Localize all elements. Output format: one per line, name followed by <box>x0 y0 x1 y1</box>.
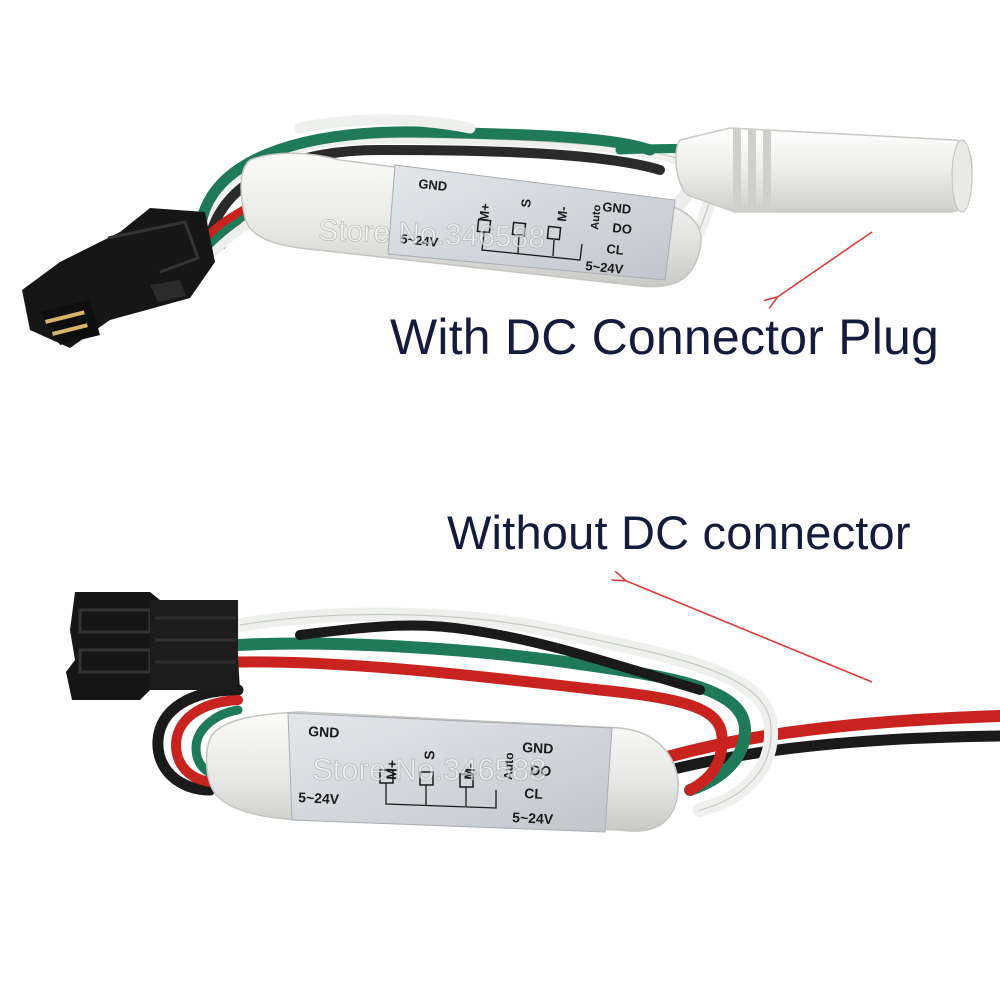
bottom-module-housing: GND 5~24V M+ S M- Auto GND DO CL 5~24V S… <box>205 711 679 833</box>
top-button-m-minus-icon <box>546 225 562 241</box>
bottom-label-cl: CL <box>524 785 544 802</box>
bottom-controller-without-dc: GND 5~24V M+ S M- Auto GND DO CL 5~24V S… <box>66 580 1000 833</box>
top-label-m-minus: M- <box>554 206 571 223</box>
top-label-gnd-right: GND <box>602 199 632 217</box>
top-label-s: S <box>518 198 534 209</box>
caption-with-dc-connector: With DC Connector Plug <box>390 309 940 365</box>
top-controller-with-dc-plug: GND 5~24V M+ S M- Auto GND DO CL 5~24V S… <box>22 114 973 348</box>
top-jst-connector <box>22 208 215 348</box>
top-dc-jack <box>675 127 973 213</box>
bottom-label-auto: Auto <box>501 752 516 780</box>
bottom-label-s: S <box>421 750 437 760</box>
top-label-voltage-left: 5~24V <box>400 231 440 250</box>
top-label-gnd-left: GND <box>418 176 448 194</box>
top-button-m-plus-icon <box>476 218 492 234</box>
bottom-label-gnd-right: GND <box>522 739 554 757</box>
top-label-m-plus: M+ <box>476 202 493 222</box>
bottom-pointer-arrow-icon <box>624 580 873 683</box>
top-button-s-icon <box>511 221 527 237</box>
caption-without-dc-connector: Without DC connector <box>447 506 911 559</box>
bottom-label-voltage-left: 5~24V <box>298 789 340 807</box>
bottom-jst-connector <box>66 592 240 700</box>
top-label-voltage-right: 5~24V <box>585 258 625 277</box>
bottom-label-do: DO <box>530 762 552 779</box>
top-module-housing: GND 5~24V M+ S M- Auto GND DO CL 5~24V S… <box>240 152 702 288</box>
bottom-label-gnd-left: GND <box>308 723 340 741</box>
bottom-wire-bundle <box>152 607 1000 817</box>
bottom-watermark: Store No.346588 <box>312 752 546 787</box>
top-pointer-arrow-icon <box>776 231 873 298</box>
top-label-auto: Auto <box>589 204 604 230</box>
top-label-do: DO <box>612 220 633 237</box>
top-label-cl: CL <box>606 241 625 258</box>
bottom-label-voltage-right: 5~24V <box>512 809 554 827</box>
